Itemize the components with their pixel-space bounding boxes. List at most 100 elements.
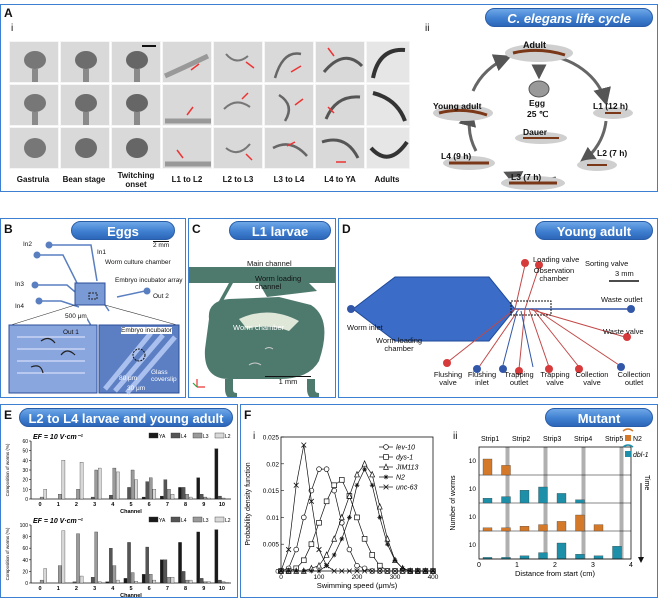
f-i-x-tick-label: 100 [314, 574, 325, 581]
f-ii-strip-label: Strip3 [543, 436, 561, 443]
c-main-channel: Main channel [247, 259, 292, 268]
panel-b-banner: Eggs [71, 221, 175, 240]
f-ii-bar [482, 498, 493, 504]
e-bar [134, 581, 138, 584]
e-x-tick-label: 7 [166, 586, 169, 592]
micrograph [162, 41, 212, 83]
e-bar [98, 467, 102, 500]
f-i-point [369, 568, 375, 574]
e-bar [145, 481, 149, 500]
b-in3: In3 [15, 281, 25, 288]
e-bar [181, 571, 186, 584]
f-i-point [362, 466, 367, 472]
e-bar [160, 495, 164, 500]
f-i-point [361, 460, 368, 467]
panel-e-banner: L2 to L4 larvae and young adult [19, 408, 233, 427]
e-legend-label: YA [159, 434, 166, 440]
col-label-l4ya: L4 to YA [324, 175, 356, 184]
e-x-tick-label: 9 [202, 502, 205, 508]
e-legend-swatch [214, 432, 225, 439]
col-label-l3l4: L3 to L4 [273, 175, 305, 184]
f-i-legend-label: dys-1 [396, 455, 413, 462]
f-i-point [354, 482, 360, 488]
life-cycle-diagram [433, 44, 633, 190]
e-bar [207, 581, 211, 584]
micrograph [162, 84, 212, 126]
micrograph [60, 41, 110, 83]
e-legend-swatch [192, 516, 203, 523]
e-y-label: Composition of worms (%) [5, 527, 10, 580]
f-ii-y-tick-label: 10 [469, 486, 477, 493]
e-bar [61, 530, 66, 584]
e-bar [170, 494, 175, 500]
e-x-tick-label: 10 [219, 586, 225, 592]
f-i-legend-label: unc-63 [396, 485, 418, 492]
f-i-y-tick-label: 0.005 [263, 542, 280, 549]
f-i-y-tick-label: 0.02 [266, 461, 279, 468]
f-i-point [369, 552, 375, 558]
d-collection-valve: Collection valve [575, 370, 609, 387]
f-ii-y-tick-label: 10 [469, 542, 477, 549]
f-i-point [285, 546, 292, 553]
f-ii-bar [612, 546, 622, 560]
e-legend-swatch [214, 516, 225, 523]
e-bar [163, 559, 168, 584]
f-i-legend-label: N2 [396, 475, 405, 482]
e-bar [167, 577, 171, 584]
e-x-tick-label: 6 [148, 586, 151, 592]
f-i-point [383, 454, 389, 460]
f-i-point [346, 568, 353, 574]
e-bar [141, 496, 146, 500]
e-y-tick-label: 40 [22, 558, 28, 564]
micrograph [9, 84, 59, 126]
b-glass-coverslip: Glass coverslip [151, 369, 177, 383]
e-bar [160, 559, 164, 584]
e-bar [61, 460, 66, 500]
micrograph [162, 127, 212, 169]
panel-b-label: B [4, 222, 13, 236]
f-ii-bar [575, 514, 585, 532]
d-waste-valve: Waste valve [603, 327, 644, 336]
e-y-tick-label: 60 [22, 546, 28, 552]
panel-a-label: A [4, 6, 13, 20]
micrograph [9, 41, 59, 83]
e-x-tick-label: 8 [184, 502, 187, 508]
panel-f-sub-i: i [253, 431, 256, 442]
f-ii-bar [482, 458, 493, 476]
f-ii-bar [519, 555, 530, 560]
e-y-tick-label: 100 [20, 523, 29, 529]
cycle-l3: L3 (7 h) [511, 172, 542, 182]
f-i-point [316, 561, 322, 569]
e-bar [43, 489, 47, 500]
e-y-tick-label: 0 [25, 581, 28, 587]
f-ii-legend-worm [622, 444, 634, 448]
f-ii-bar [556, 493, 567, 504]
e-bar [134, 479, 138, 500]
e-bar [98, 581, 102, 584]
f-i-point [346, 492, 353, 499]
e-x-tick-label: 2 [75, 502, 78, 508]
f-i-y-tick-label: 0.025 [263, 435, 280, 442]
micrograph [213, 84, 263, 126]
e-x-tick-label: 3 [93, 586, 96, 592]
e-bar [90, 496, 95, 500]
e-x-tick-label: 5 [129, 502, 132, 508]
e-legend-label: L3 [203, 434, 209, 440]
e-legend-label: L4 [181, 434, 187, 440]
col-label-l1l2: L1 to L2 [171, 175, 203, 184]
f-ii-y-tick-label: 10 [469, 514, 477, 521]
cycle-young-adult: Young adult [433, 101, 482, 111]
b-in2: In2 [23, 241, 33, 248]
panel-f-sub-ii: ii [453, 431, 458, 442]
panel-a-sub-i: i [11, 23, 14, 34]
e-y-tick-label: 20 [22, 569, 28, 575]
f-i-point [339, 536, 345, 542]
micrograph-grid [9, 41, 410, 171]
f-i-x-tick-label: 300 [390, 574, 401, 581]
e-bar [196, 477, 200, 500]
f-i-point [293, 568, 299, 574]
e-legend-label: L2 [225, 518, 231, 524]
f-ii-strip-label: Strip5 [605, 436, 623, 443]
